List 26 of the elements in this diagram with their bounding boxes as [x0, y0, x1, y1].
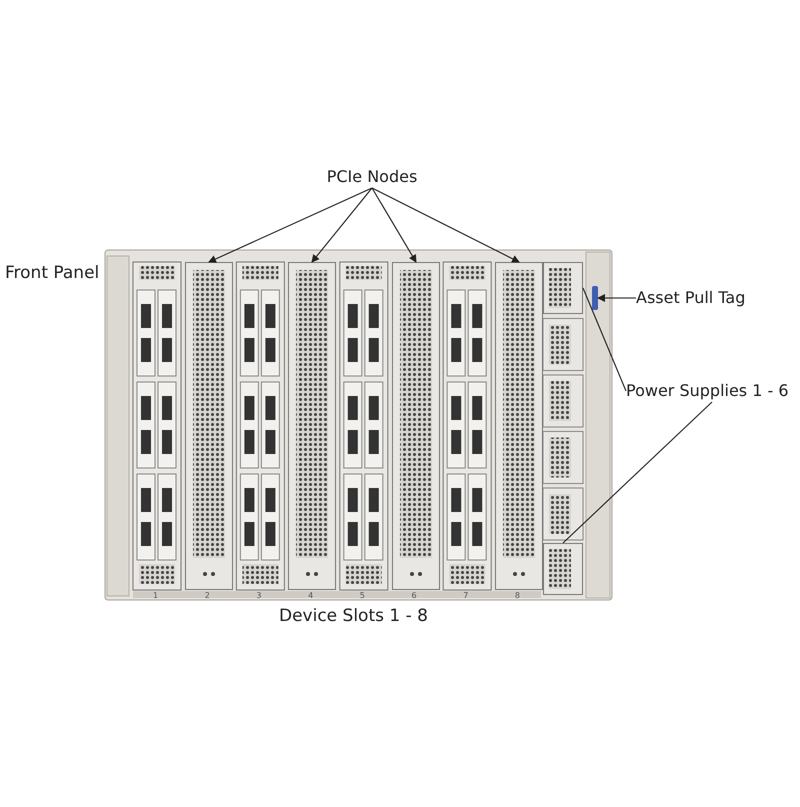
slot-number: 8 — [514, 591, 520, 600]
callout-label: PCIe Nodes — [322, 166, 422, 188]
pcie-node-module — [495, 262, 543, 590]
leader-line — [208, 188, 372, 263]
callout-label: Asset Pull Tag — [636, 287, 746, 309]
leader-line — [372, 188, 520, 262]
slot-number: 6 — [412, 591, 417, 600]
slot-number: 4 — [308, 591, 314, 600]
slot-number: 1 — [153, 591, 158, 600]
callout-label: Power Supplies 1 - 6 — [626, 380, 798, 402]
slot-number: 5 — [360, 591, 365, 600]
leader-line — [311, 188, 372, 263]
pcie-node-module — [185, 262, 233, 590]
leader-line — [372, 188, 416, 263]
pcie-node-module — [288, 262, 336, 590]
part-label: Front Panel — [5, 263, 100, 283]
slot-number: 2 — [204, 591, 210, 600]
power-supply-module — [543, 262, 583, 314]
leader-line — [597, 294, 636, 302]
slot-number: 3 — [256, 591, 262, 600]
slot-number: 7 — [463, 591, 468, 600]
pcie-node-module — [392, 262, 440, 590]
asset-pull-tag — [592, 286, 598, 310]
leader-line — [582, 288, 626, 392]
power-supply-module — [543, 543, 583, 595]
part-label: Device Slots 1 - 8 — [279, 606, 428, 626]
